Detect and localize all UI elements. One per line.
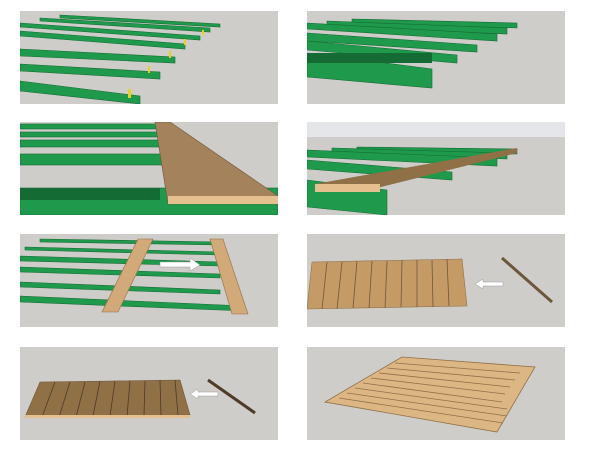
arrow-left-icon xyxy=(189,388,219,400)
step-2-panel xyxy=(307,11,565,104)
boards-with-arrow-illustration xyxy=(20,238,249,315)
step-8-panel xyxy=(307,347,565,440)
arrow-right-icon xyxy=(159,257,201,272)
step-7-panel xyxy=(20,347,278,440)
joists-with-clips-illustration xyxy=(307,18,518,89)
step-4-panel xyxy=(307,122,565,215)
step-1-panel xyxy=(20,11,278,104)
arrow-left-icon xyxy=(474,278,504,290)
deck-with-edge-strip-illustration xyxy=(307,256,553,310)
step-5-panel xyxy=(20,234,278,327)
first-board-on-joists-illustration xyxy=(20,122,278,215)
finished-deck-illustration xyxy=(323,356,536,433)
step-6-panel xyxy=(307,234,565,327)
joists-with-screws-illustration xyxy=(20,14,221,104)
step-3-panel xyxy=(20,122,278,215)
board-side-view-illustration xyxy=(307,122,565,215)
deck-with-edge-strip-dark-illustration xyxy=(24,378,256,418)
